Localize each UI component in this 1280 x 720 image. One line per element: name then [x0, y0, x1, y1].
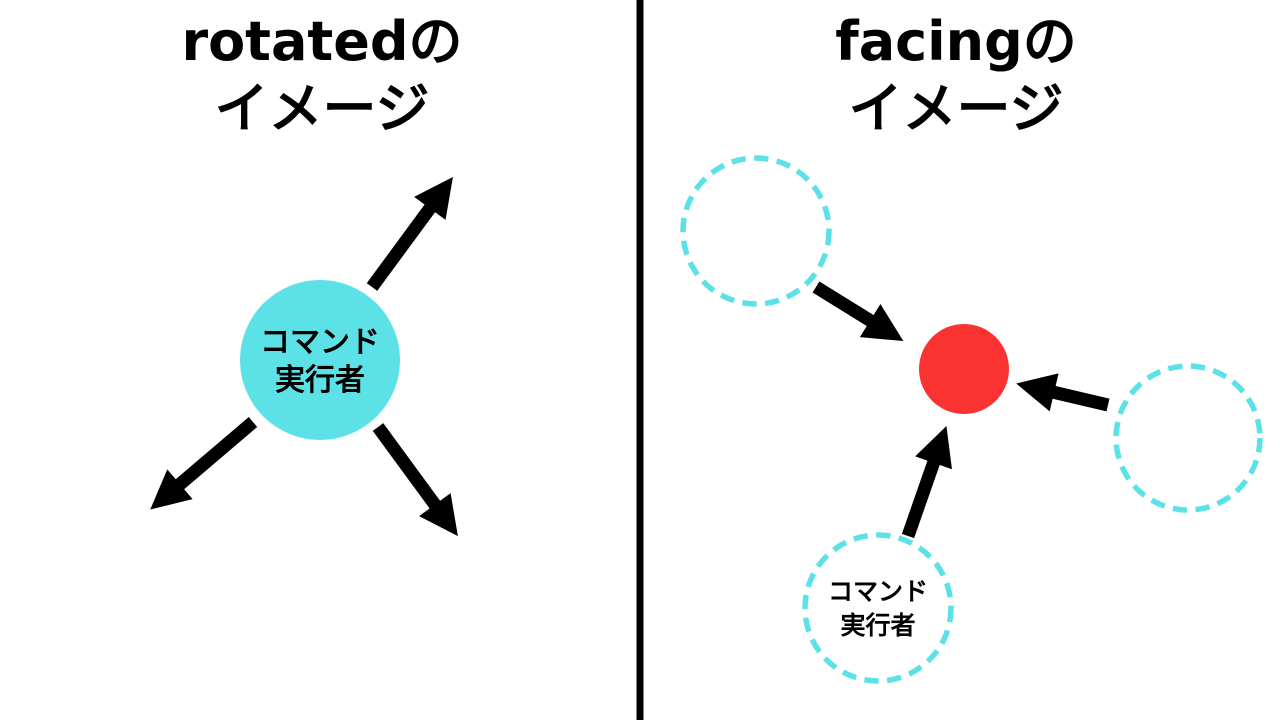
- arrow-down-left: [150, 417, 258, 510]
- executor-label-line1: コマンド: [260, 325, 380, 360]
- executor-dashed-label-line2: 実行者: [840, 611, 915, 640]
- arrow-up-right: [366, 176, 453, 291]
- arrow-down-right: [372, 423, 458, 537]
- executor-circle-solid: [240, 280, 400, 440]
- right-panel-title-line1: facingの: [835, 10, 1077, 73]
- right-panel-title-line2: イメージ: [849, 77, 1064, 140]
- executor-dashed-label-line1: コマンド: [828, 577, 928, 606]
- executor-circle-dashed: [802, 532, 954, 684]
- target-circle: [919, 324, 1009, 414]
- arrow-from-right-circle: [1016, 373, 1110, 412]
- left-panel-title-line1: rotatedの: [181, 10, 462, 73]
- ghost-circle-top-left: [680, 155, 832, 307]
- left-panel-title-line2: イメージ: [215, 77, 430, 140]
- right-panel: facingの イメージ コマンド 実行者: [680, 10, 1263, 684]
- left-panel: rotatedの イメージ コマンド 実行者: [150, 10, 463, 537]
- arrow-from-executor-circle: [901, 426, 952, 539]
- ghost-circle-right: [1113, 363, 1263, 513]
- panel-divider: [636, 0, 644, 720]
- arrow-from-top-left-circle: [812, 281, 904, 342]
- executor-label-line2: 実行者: [275, 363, 365, 398]
